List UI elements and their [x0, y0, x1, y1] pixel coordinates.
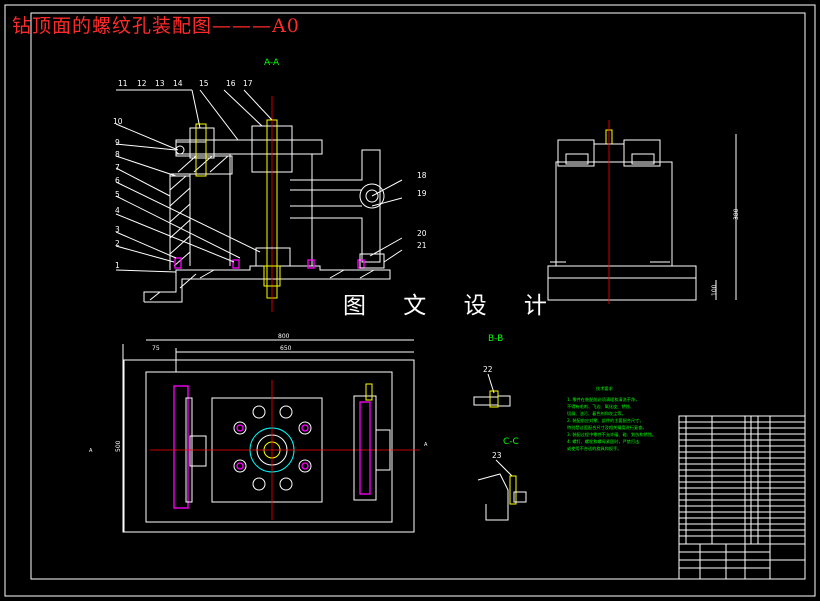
dim-100: 100 — [711, 284, 718, 296]
part-no-18: 18 — [417, 171, 427, 180]
svg-text:切屑、油污、着色剂和灰尘等。: 切屑、油污、着色剂和灰尘等。 — [567, 410, 626, 417]
part-no-20: 20 — [417, 229, 427, 238]
top-plate — [175, 139, 323, 155]
svg-text:1. 零件在装配前必须清理和清洗干净，: 1. 零件在装配前必须清理和清洗干净， — [567, 396, 639, 403]
part-no-4: 4 — [115, 206, 120, 215]
side-view: 380 100 — [547, 120, 740, 304]
svg-text:不得有毛刺、飞边、氧化皮、锈蚀、: 不得有毛刺、飞边、氧化皮、锈蚀、 — [567, 403, 634, 410]
detail-bb: 22 — [473, 365, 511, 408]
detail-cc: 23 — [477, 451, 527, 521]
part-no-5: 5 — [115, 190, 120, 199]
section-label-aa: A-A — [264, 58, 280, 68]
inner-frame — [30, 12, 806, 580]
title-block — [678, 415, 806, 580]
plan-base-plate — [122, 359, 415, 533]
part-no-11: 11 — [118, 79, 128, 88]
spindle-nut — [255, 247, 291, 267]
svg-text:A: A — [89, 448, 93, 454]
clamp-screw — [195, 123, 207, 177]
dim-650: 650 — [280, 345, 292, 352]
dim-380: 380 — [733, 208, 740, 220]
part-no-1: 1 — [115, 261, 120, 270]
section-label-cc: C-C — [503, 437, 519, 447]
part-no-6: 6 — [115, 176, 120, 185]
part-no-12: 12 — [137, 79, 147, 88]
part-no-2: 2 — [115, 239, 120, 248]
part-no-16: 16 — [226, 79, 236, 88]
lower-bush — [263, 265, 281, 287]
part-no-15: 15 — [199, 79, 209, 88]
dim-800: 800 — [278, 333, 290, 340]
part-no-13: 13 — [155, 79, 165, 88]
part-no-10: 10 — [113, 117, 123, 126]
watermark-text: 图 文 设 计 — [343, 293, 562, 319]
left-clamp-block — [189, 127, 215, 159]
part-no-23: 23 — [492, 451, 502, 460]
svg-text:特别是过盈配合尺寸及相关精度进行复查。: 特别是过盈配合尺寸及相关精度进行复查。 — [567, 424, 647, 431]
workpiece — [290, 149, 381, 263]
part-no-8: 8 — [115, 150, 120, 159]
drawing-title: 钻顶面的螺纹孔装配图———A0 — [12, 15, 300, 37]
side-base — [547, 265, 697, 301]
part-no-17: 17 — [243, 79, 253, 88]
dim-500: 500 — [115, 440, 122, 452]
part-no-14: 14 — [173, 79, 183, 88]
dim-75: 75 — [152, 345, 160, 352]
section-label-bb: B-B — [488, 334, 503, 344]
plan-view: 800 650 75 500 A A — [89, 333, 428, 533]
svg-text:2. 装配前应对零、部件的主要配合尺寸，: 2. 装配前应对零、部件的主要配合尺寸， — [567, 417, 644, 424]
svg-text:或使用不合适的旋具和扳手。: 或使用不合适的旋具和扳手。 — [567, 445, 621, 452]
tech-notes-heading: 技术要求 — [596, 385, 614, 392]
part-no-9: 9 — [115, 138, 120, 147]
part-no-7: 7 — [115, 163, 120, 172]
svg-text:3. 装配过程中零件不允许磕、碰、划伤和锈蚀。: 3. 装配过程中零件不允许磕、碰、划伤和锈蚀。 — [567, 431, 656, 438]
part-no-22: 22 — [483, 365, 493, 374]
svg-text:A: A — [424, 442, 428, 448]
side-body — [555, 161, 673, 267]
svg-text:4. 螺钉、螺栓和螺母紧固时，严禁打击: 4. 螺钉、螺栓和螺母紧固时，严禁打击 — [567, 438, 639, 445]
part-no-21: 21 — [417, 241, 427, 250]
part-no-19: 19 — [417, 189, 427, 198]
section-view-aa: 1 2 3 4 5 6 7 8 9 10 11 12 13 14 15 16 1… — [113, 79, 427, 312]
part-no-3: 3 — [115, 225, 120, 234]
tech-notes: 技术要求 1. 零件在装配前必须清理和清洗干净， 不得有毛刺、飞边、氧化皮、锈蚀… — [567, 385, 656, 452]
outer-frame — [4, 4, 816, 597]
